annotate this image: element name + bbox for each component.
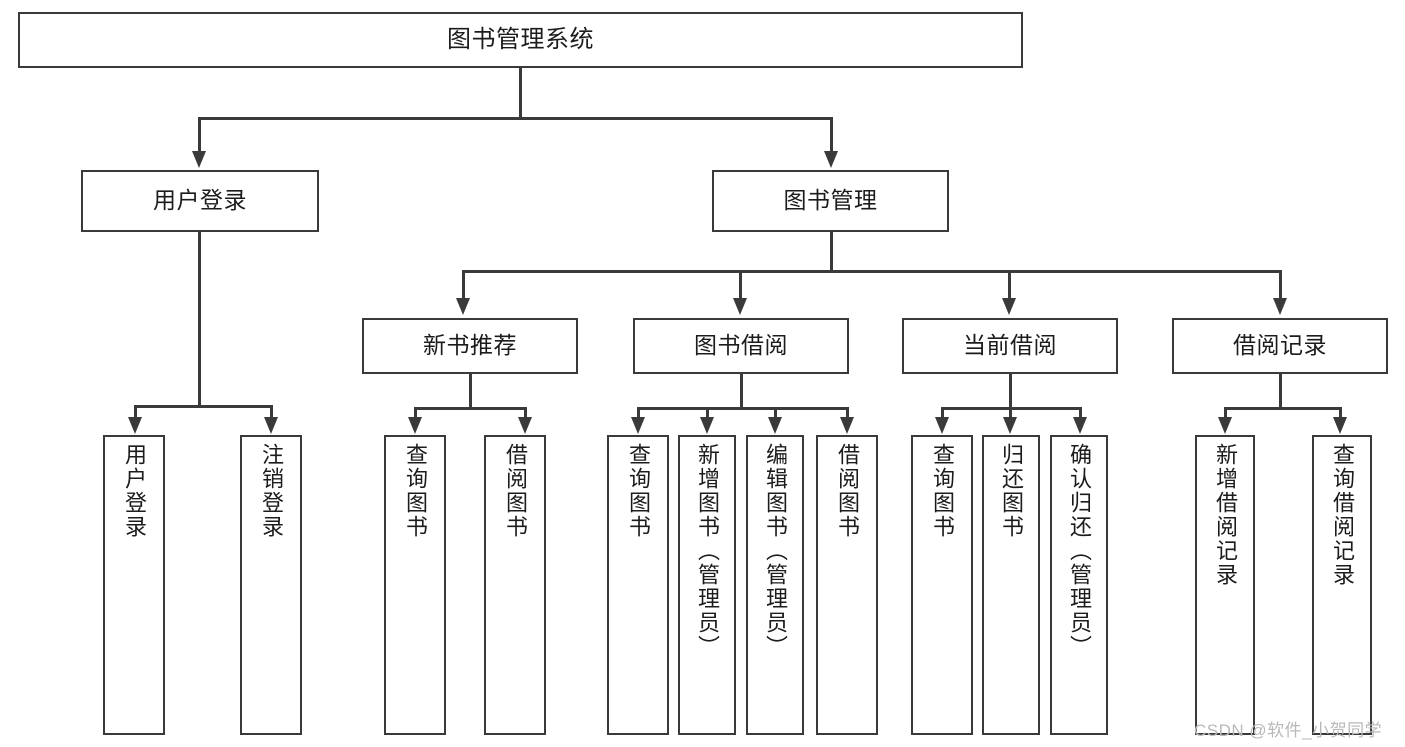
edge-borrow-record-bus	[1224, 407, 1342, 410]
leaf-add-book-admin[interactable]: 新增图书（管理员）	[678, 435, 736, 735]
leaf-logout-login[interactable]: 注销登录	[240, 435, 302, 735]
arrow-leaf-query-borrow-record	[1333, 417, 1347, 434]
edge-drop-leaf-confirm-return	[1079, 407, 1082, 419]
edge-drop-new-book-recommend	[462, 270, 465, 300]
edge-level1-bus	[198, 117, 833, 120]
arrow-current-borrow	[1002, 298, 1016, 315]
node-label: 编辑图书（管理员）	[763, 443, 788, 659]
edge-drop-borrow-record	[1279, 270, 1282, 300]
edge-root-stem	[519, 68, 522, 118]
arrow-borrow-record	[1273, 298, 1287, 315]
leaf-confirm-return-admin[interactable]: 确认归还（管理员）	[1050, 435, 1108, 735]
edge-book-borrow-stem	[740, 374, 743, 409]
edge-new-book-recommend-bus	[414, 407, 527, 410]
edge-level2-bus	[462, 270, 1282, 273]
node-current-borrow[interactable]: 当前借阅	[902, 318, 1118, 374]
node-book-borrow[interactable]: 图书借阅	[633, 318, 849, 374]
node-label: 图书管理系统	[447, 25, 594, 53]
node-label: 确认归还（管理员）	[1067, 443, 1092, 659]
leaf-edit-book-admin[interactable]: 编辑图书（管理员）	[746, 435, 804, 735]
edge-borrow-record-stem	[1279, 374, 1282, 409]
edge-drop-leaf-edit-book	[774, 407, 777, 419]
edge-drop-leaf-add-borrow-record	[1224, 407, 1227, 419]
edge-drop-leaf-borrow-book-2	[846, 407, 849, 419]
edge-drop-current-borrow	[1008, 270, 1011, 300]
leaf-query-borrow-record[interactable]: 查询借阅记录	[1312, 435, 1372, 735]
arrow-leaf-borrow-book-2	[840, 417, 854, 434]
node-label: 查询图书	[403, 443, 428, 539]
leaf-query-book-recommend[interactable]: 查询图书	[384, 435, 446, 735]
arrow-leaf-add-book	[700, 417, 714, 434]
node-label: 当前借阅	[963, 332, 1057, 359]
node-label: 借阅图书	[835, 443, 860, 539]
leaf-borrow-book-borrow[interactable]: 借阅图书	[816, 435, 878, 735]
node-book-management-system[interactable]: 图书管理系统	[18, 12, 1023, 68]
node-borrow-record[interactable]: 借阅记录	[1172, 318, 1388, 374]
leaf-user-login[interactable]: 用户登录	[103, 435, 165, 735]
node-label: 图书借阅	[694, 332, 788, 359]
arrow-leaf-query-book-2	[631, 417, 645, 434]
node-label: 借阅记录	[1233, 332, 1327, 359]
arrow-leaf-confirm-return	[1073, 417, 1087, 434]
edge-drop-leaf-user-login	[134, 405, 137, 419]
node-label: 查询借阅记录	[1330, 443, 1355, 587]
node-label: 查询图书	[930, 443, 955, 539]
edge-drop-user-login	[198, 117, 201, 153]
node-label: 注销登录	[259, 443, 284, 539]
edge-drop-leaf-add-book	[706, 407, 709, 419]
node-label: 归还图书	[999, 443, 1024, 539]
node-label: 新增借阅记录	[1213, 443, 1238, 587]
arrow-user-login	[192, 151, 206, 168]
edge-drop-leaf-query-borrow-record	[1339, 407, 1342, 419]
arrow-leaf-query-book-1	[408, 417, 422, 434]
arrow-leaf-add-borrow-record	[1218, 417, 1232, 434]
leaf-add-borrow-record[interactable]: 新增借阅记录	[1195, 435, 1255, 735]
node-label: 查询图书	[626, 443, 651, 539]
node-new-book-recommend[interactable]: 新书推荐	[362, 318, 578, 374]
node-label: 新书推荐	[423, 332, 517, 359]
edge-book-borrow-bus	[637, 407, 849, 410]
arrow-leaf-borrow-book-1	[518, 417, 532, 434]
arrow-leaf-return-book	[1003, 417, 1017, 434]
edge-drop-leaf-return-book	[1009, 407, 1012, 419]
edge-book-management-stem	[830, 232, 833, 272]
node-user-login[interactable]: 用户登录	[81, 170, 319, 232]
node-label: 图书管理	[783, 187, 878, 214]
edge-drop-leaf-query-book-2	[637, 407, 640, 419]
arrow-leaf-query-book-3	[935, 417, 949, 434]
leaf-return-book[interactable]: 归还图书	[982, 435, 1040, 735]
node-label: 用户登录	[153, 187, 247, 214]
edge-drop-book-borrow	[739, 270, 742, 300]
leaf-query-book-current[interactable]: 查询图书	[911, 435, 973, 735]
edge-drop-leaf-query-book-1	[414, 407, 417, 419]
node-book-management[interactable]: 图书管理	[712, 170, 949, 232]
edge-user-login-stem	[198, 232, 201, 407]
arrow-book-borrow	[733, 298, 747, 315]
arrow-leaf-user-login	[128, 417, 142, 434]
edge-drop-leaf-borrow-book-1	[524, 407, 527, 419]
edge-drop-book-management	[830, 117, 833, 153]
arrow-book-management	[824, 151, 838, 168]
watermark-csdn: CSDN @软件_小贺同学	[1194, 721, 1383, 740]
leaf-borrow-book-recommend[interactable]: 借阅图书	[484, 435, 546, 735]
edge-current-borrow-stem	[1009, 374, 1012, 409]
leaf-query-book-borrow[interactable]: 查询图书	[607, 435, 669, 735]
edge-user-login-bus	[134, 405, 273, 408]
edge-new-book-recommend-stem	[469, 374, 472, 409]
edge-drop-leaf-logout	[270, 405, 273, 419]
arrow-new-book-recommend	[456, 298, 470, 315]
arrow-leaf-logout	[264, 417, 278, 434]
node-label: 用户登录	[122, 443, 147, 539]
node-label: 新增图书（管理员）	[695, 443, 720, 659]
node-label: 借阅图书	[503, 443, 528, 539]
edge-drop-leaf-query-book-3	[941, 407, 944, 419]
arrow-leaf-edit-book	[768, 417, 782, 434]
